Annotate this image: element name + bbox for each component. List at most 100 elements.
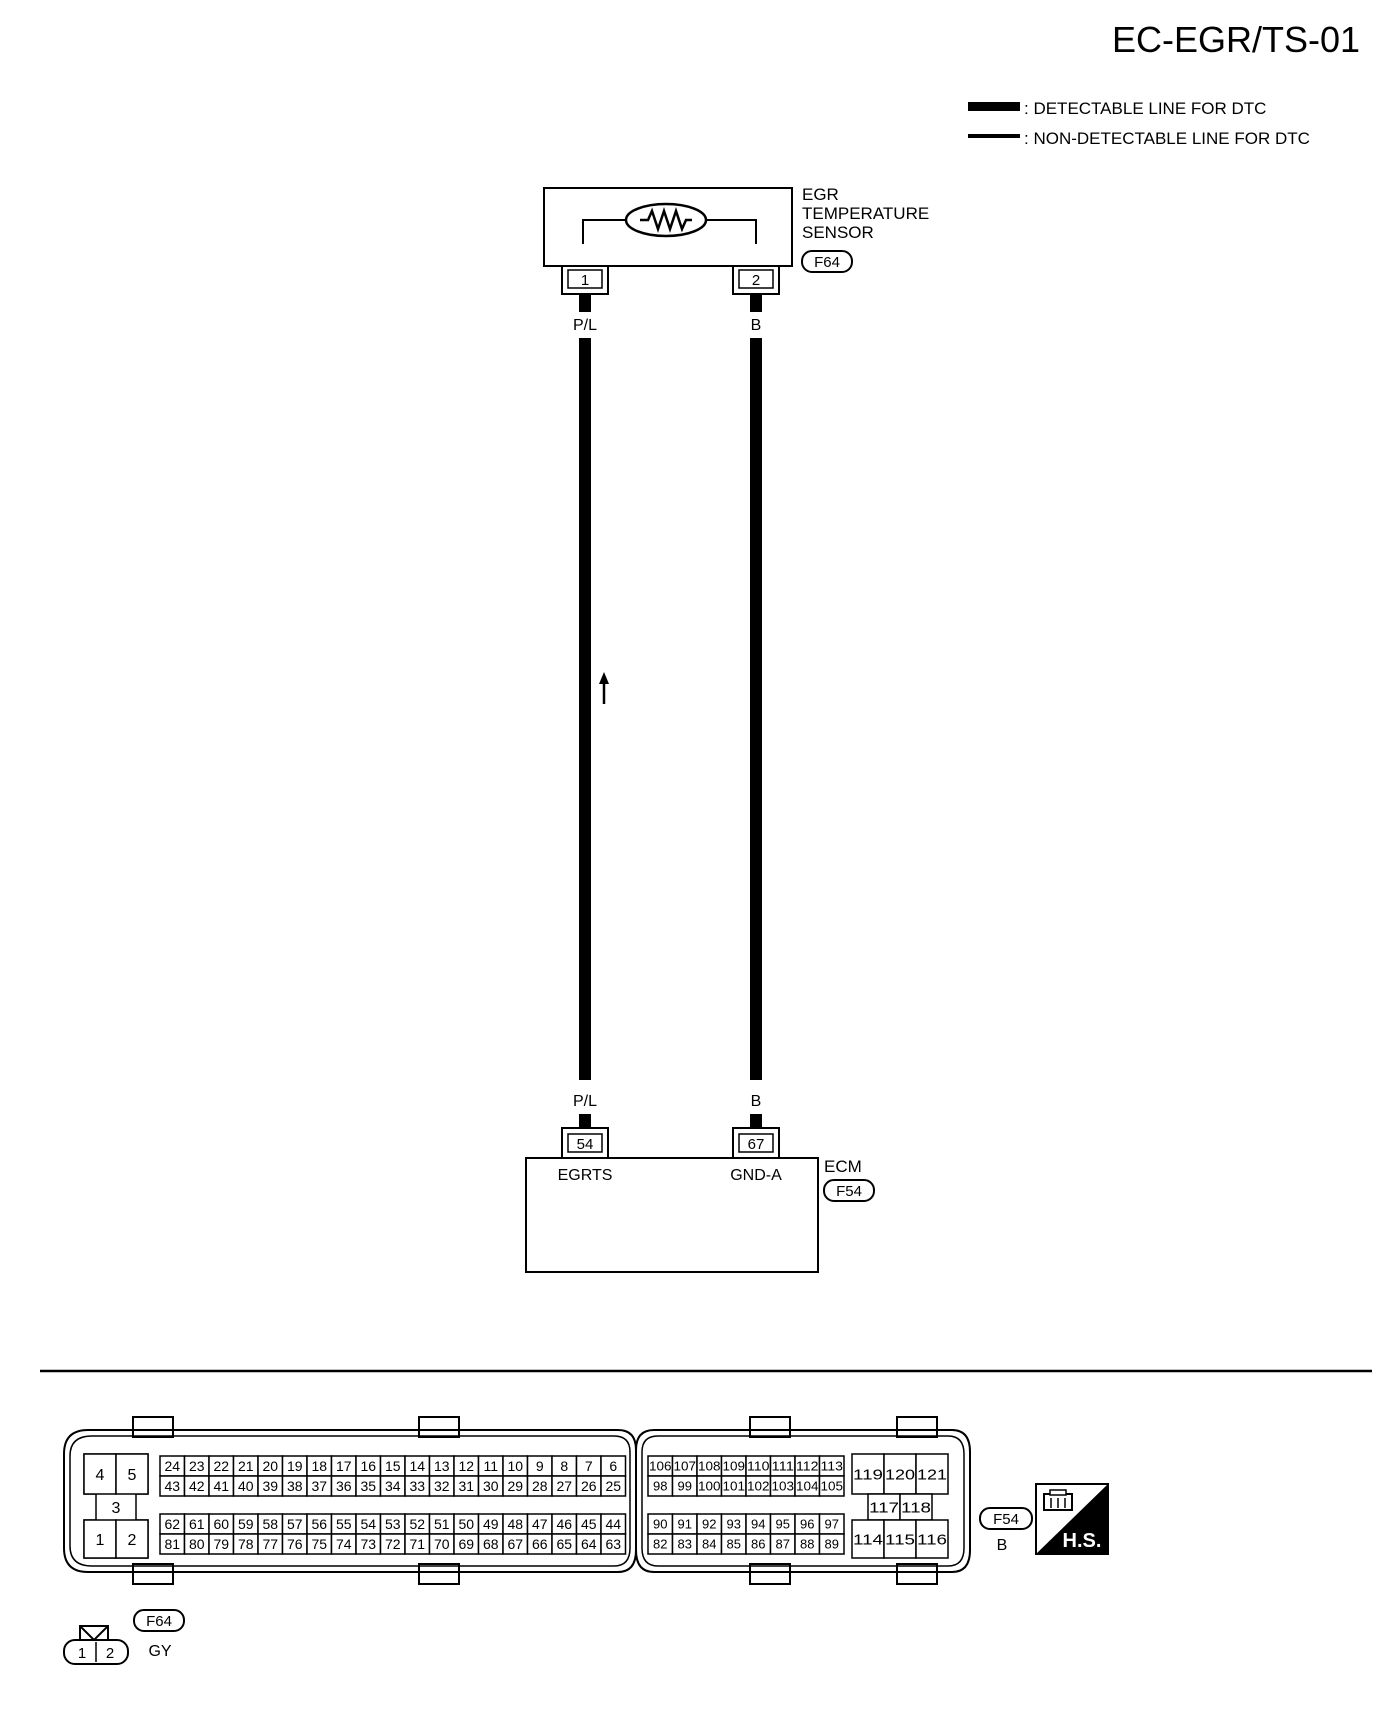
pin-number: 104 bbox=[796, 1479, 819, 1494]
pin-number: 53 bbox=[385, 1516, 401, 1532]
pin-cavity bbox=[600, 1533, 627, 1555]
sensor-name-line-1: EGR bbox=[802, 185, 839, 204]
wire-pl-stub-top bbox=[579, 294, 591, 312]
sensor-terminal-2-label: 2 bbox=[752, 272, 760, 289]
pin-number: 120 bbox=[885, 1466, 915, 1483]
f54-lock-tab bbox=[418, 1563, 460, 1585]
wire-pl-stub-bottom bbox=[579, 1114, 591, 1128]
f64-pin-2: 2 bbox=[106, 1645, 114, 1662]
pin-number: 54 bbox=[360, 1516, 376, 1532]
ecm-terminal-67-name: GND-A bbox=[730, 1167, 782, 1184]
pin-number: 47 bbox=[532, 1516, 548, 1532]
pin-number: 33 bbox=[409, 1478, 425, 1494]
f54-connector-color: B bbox=[997, 1537, 1008, 1554]
pin-number: 41 bbox=[213, 1478, 229, 1494]
wire-b: B B bbox=[750, 294, 762, 1128]
pin-number: 96 bbox=[800, 1517, 814, 1532]
pin-number: 114 bbox=[853, 1531, 883, 1548]
pin-number: 18 bbox=[311, 1458, 327, 1474]
sensor-terminal-1-label: 1 bbox=[581, 272, 589, 289]
pin-number: 70 bbox=[434, 1536, 450, 1552]
pin-number: 78 bbox=[238, 1536, 254, 1552]
wire-pl-line bbox=[579, 338, 591, 1080]
pin-number: 17 bbox=[336, 1458, 352, 1474]
sensor-name-line-3: SENSOR bbox=[802, 223, 874, 242]
pin-number: 107 bbox=[674, 1459, 697, 1474]
pin-number: 72 bbox=[385, 1536, 401, 1552]
pin-cavity bbox=[915, 1519, 949, 1559]
pin-cavity bbox=[83, 1519, 117, 1559]
pin-number: 58 bbox=[262, 1516, 278, 1532]
pin-number: 20 bbox=[262, 1458, 278, 1474]
pin-number: 34 bbox=[385, 1478, 401, 1494]
pin-number: 44 bbox=[605, 1516, 621, 1532]
ecm-terminal-54-box bbox=[567, 1133, 603, 1153]
pin-number: 98 bbox=[653, 1479, 667, 1494]
pin-cavity bbox=[818, 1475, 845, 1497]
pin-number: 4 bbox=[96, 1467, 105, 1484]
ecm-terminal-54-label: 54 bbox=[577, 1136, 594, 1153]
pin-number: 51 bbox=[434, 1516, 450, 1532]
pin-number: 8 bbox=[560, 1458, 568, 1474]
pin-number: 48 bbox=[507, 1516, 523, 1532]
pin-number: 37 bbox=[311, 1478, 327, 1494]
pin-number: 19 bbox=[287, 1458, 303, 1474]
wire-pl-color-bottom: P/L bbox=[573, 1093, 597, 1110]
pin-number: 9 bbox=[536, 1458, 544, 1474]
pin-number: 83 bbox=[678, 1537, 692, 1552]
pin-number: 40 bbox=[238, 1478, 254, 1494]
wire-pl-color-top: P/L bbox=[573, 317, 597, 334]
pin-number: 116 bbox=[917, 1531, 947, 1548]
ecm: 54 67 EGRTS GND-A ECM F54 bbox=[525, 1127, 875, 1273]
pin-number: 36 bbox=[336, 1478, 352, 1494]
pin-number: 31 bbox=[458, 1478, 474, 1494]
pin-number: 81 bbox=[164, 1536, 180, 1552]
pin-number: 106 bbox=[649, 1459, 672, 1474]
pin-number: 89 bbox=[825, 1537, 839, 1552]
pin-number: 85 bbox=[727, 1537, 741, 1552]
f54-lock-tab bbox=[749, 1416, 791, 1438]
page-code: EC-EGR/TS-01 bbox=[1112, 19, 1360, 60]
pin-number: 23 bbox=[189, 1458, 205, 1474]
sensor-name-line-2: TEMPERATURE bbox=[802, 204, 929, 223]
pin-number: 108 bbox=[698, 1459, 721, 1474]
pin-number: 15 bbox=[385, 1458, 401, 1474]
f64-connector-label: F64 bbox=[146, 1613, 172, 1630]
pin-number: 113 bbox=[821, 1459, 844, 1474]
pin-number: 29 bbox=[507, 1478, 523, 1494]
ecm-name: ECM bbox=[824, 1157, 862, 1176]
pin-number: 26 bbox=[581, 1478, 597, 1494]
f54-shell-right-inner bbox=[641, 1435, 965, 1567]
pin-number: 99 bbox=[678, 1479, 692, 1494]
pin-number: 121 bbox=[917, 1466, 947, 1483]
pin-number: 57 bbox=[287, 1516, 303, 1532]
pin-number: 90 bbox=[653, 1517, 667, 1532]
pin-number: 110 bbox=[747, 1459, 770, 1474]
pin-number: 13 bbox=[434, 1458, 450, 1474]
legend-non-detectable-label: : NON-DETECTABLE LINE FOR DTC bbox=[1024, 129, 1310, 148]
pin-number: 69 bbox=[458, 1536, 474, 1552]
pin-number: 73 bbox=[360, 1536, 376, 1552]
f64-pin-1: 1 bbox=[78, 1645, 86, 1662]
pin-number: 102 bbox=[747, 1479, 770, 1494]
legend: : DETECTABLE LINE FOR DTC : NON-DETECTAB… bbox=[968, 99, 1310, 148]
pin-number: 97 bbox=[825, 1517, 839, 1532]
pin-number: 105 bbox=[821, 1479, 844, 1494]
pin-number: 68 bbox=[483, 1536, 499, 1552]
pin-number: 111 bbox=[772, 1459, 795, 1474]
sensor-terminal-2-box bbox=[738, 269, 774, 289]
f54-connector-badge bbox=[979, 1507, 1033, 1530]
f54-lock-tab bbox=[132, 1416, 174, 1438]
pin-number: 5 bbox=[128, 1467, 137, 1484]
f54-lock-tab bbox=[896, 1563, 938, 1585]
pin-number: 60 bbox=[213, 1516, 229, 1532]
sensor-terminal-1-box bbox=[567, 269, 603, 289]
pin-number: 112 bbox=[796, 1459, 819, 1474]
pin-number: 61 bbox=[189, 1516, 205, 1532]
pin-number: 103 bbox=[772, 1479, 795, 1494]
pin-number: 52 bbox=[409, 1516, 425, 1532]
pin-number: 21 bbox=[238, 1458, 254, 1474]
connector-housing-icon bbox=[1043, 1489, 1073, 1511]
pin-number: 75 bbox=[311, 1536, 327, 1552]
